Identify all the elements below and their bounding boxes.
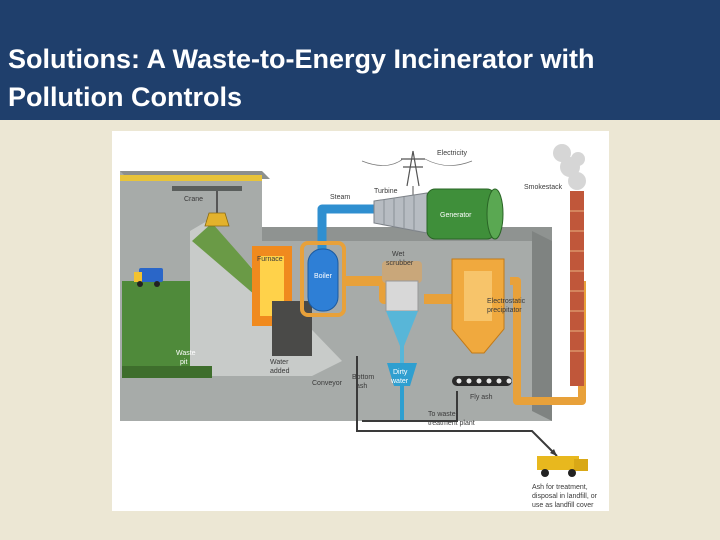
dump-truck bbox=[537, 456, 579, 470]
dirty-water-tank bbox=[387, 363, 417, 386]
label-smokestack: Smokestack bbox=[524, 184, 563, 191]
label-to-waste-2: treatment plant bbox=[428, 420, 475, 427]
label-water-added-2: added bbox=[270, 368, 290, 375]
label-steam: Steam bbox=[330, 194, 350, 201]
crane-rail bbox=[172, 186, 242, 191]
label-to-waste-1: To waste bbox=[428, 411, 456, 418]
arrow-icon bbox=[550, 449, 557, 456]
smoke-plume bbox=[553, 144, 586, 190]
label-ash-1: Ash for treatment, bbox=[532, 484, 588, 491]
label-waste-pit-2: pit bbox=[180, 359, 187, 366]
label-boiler: Boiler bbox=[314, 273, 333, 280]
garbage-truck bbox=[139, 268, 163, 282]
label-bottom-ash-2: ash bbox=[356, 383, 367, 390]
scrubber-cone bbox=[386, 311, 418, 346]
label-ash-2: disposal in landfill, or bbox=[532, 493, 598, 500]
crane-claw bbox=[204, 212, 230, 227]
incinerator-diagram: Electricity Crane Steam Turbine Smokesta… bbox=[112, 131, 609, 511]
waste-pit bbox=[122, 281, 190, 376]
label-generator: Generator bbox=[440, 212, 472, 219]
label-water-added-1: Water bbox=[270, 359, 289, 366]
ash-route-line bbox=[356, 356, 558, 457]
truck-wheel bbox=[568, 469, 576, 477]
label-wet-scrubber-2: scrubber bbox=[386, 260, 414, 267]
dump-truck-cab bbox=[574, 459, 588, 471]
fly-ash-conveyor bbox=[452, 376, 512, 386]
slide-title: Solutions: A Waste-to-Energy Incinerator… bbox=[8, 44, 595, 112]
label-dirty-water-1: Dirty bbox=[393, 369, 408, 376]
truck-wheel bbox=[137, 281, 143, 287]
wet-scrubber-body bbox=[385, 280, 419, 312]
label-electrostatic-1: Electrostatic bbox=[487, 298, 526, 305]
label-dirty-water-2: water bbox=[390, 378, 409, 385]
smokestack-bands bbox=[570, 210, 584, 352]
label-ash-3: use as landfill cover bbox=[532, 502, 594, 509]
label-electrostatic-2: precipitator bbox=[487, 307, 522, 314]
steam-pipe bbox=[317, 204, 377, 251]
precipitator-core bbox=[464, 271, 492, 321]
building-roof-stripe bbox=[120, 175, 262, 181]
ash-route-line bbox=[362, 391, 458, 422]
label-waste-pit-1: Waste bbox=[176, 350, 196, 357]
label-electricity: Electricity bbox=[437, 150, 467, 157]
generator-end bbox=[486, 188, 504, 240]
title-bar bbox=[0, 0, 720, 120]
turbine-rings bbox=[383, 195, 415, 231]
building-side bbox=[532, 231, 552, 421]
label-turbine: Turbine bbox=[374, 188, 398, 195]
label-fly-ash: Fly ash bbox=[470, 394, 493, 401]
boiler bbox=[307, 248, 339, 312]
truck-wheel bbox=[541, 469, 549, 477]
wet-scrubber bbox=[382, 261, 422, 283]
conveyor-rollers bbox=[456, 378, 512, 384]
furnace-grate bbox=[272, 301, 312, 356]
label-bottom-ash-1: Bottom bbox=[352, 374, 374, 381]
waste-pit-floor bbox=[122, 366, 212, 378]
truck-wheel bbox=[154, 281, 160, 287]
electricity-tower-icon bbox=[361, 150, 473, 187]
label-conveyor: Conveyor bbox=[312, 380, 343, 387]
label-furnace: Furnace bbox=[257, 256, 283, 263]
label-crane: Crane bbox=[184, 196, 203, 203]
garbage-truck-cab bbox=[134, 272, 142, 282]
label-wet-scrubber-1: Wet bbox=[392, 251, 404, 258]
smokestack bbox=[570, 191, 584, 386]
